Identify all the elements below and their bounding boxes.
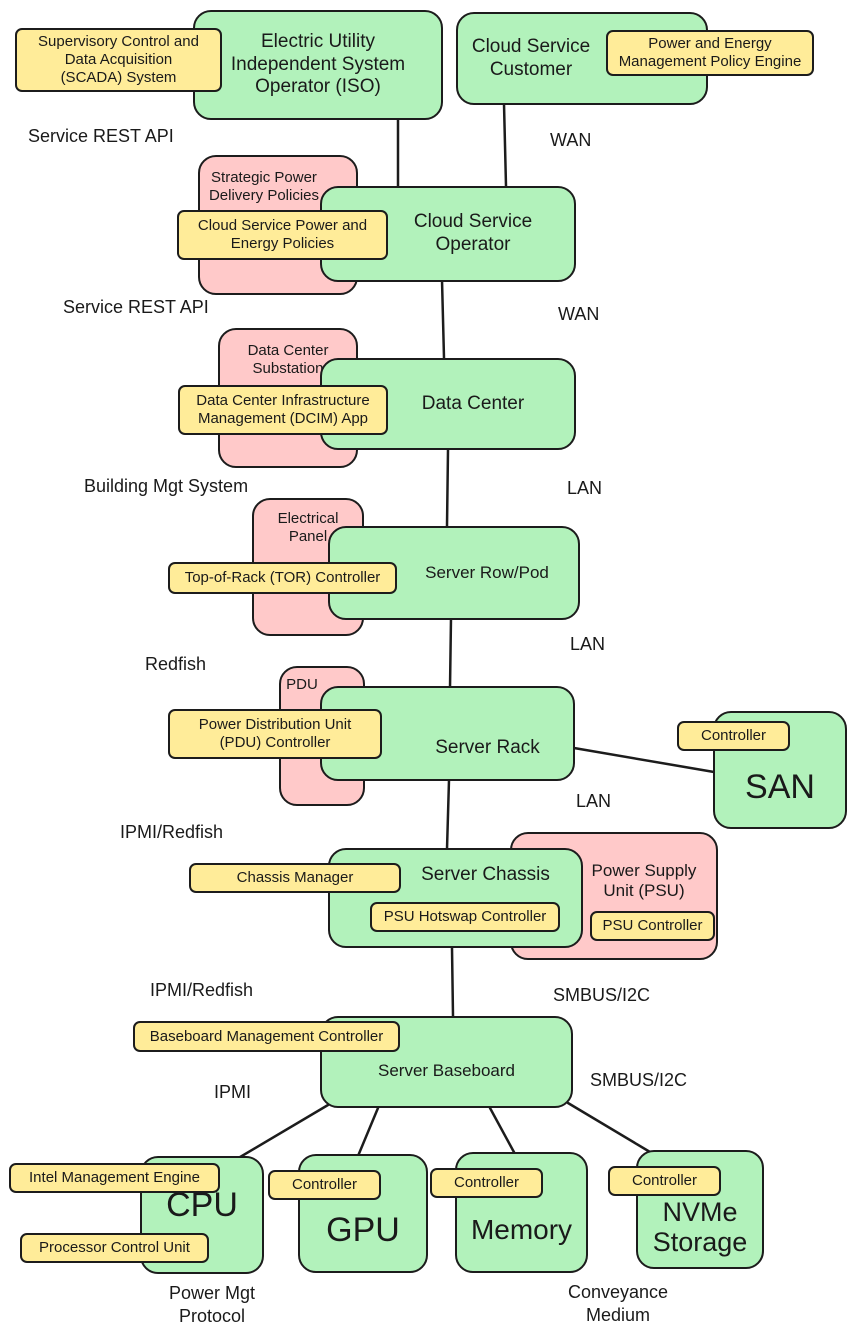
wire-rack-san [572,746,716,774]
label-lan-1: LAN [567,478,603,498]
processor-control-unit-controller: Processor Control Unit [20,1233,209,1263]
label-smbus-i2c-1: SMBUS/I2C [553,985,651,1005]
wire-datacenter-row [445,448,450,528]
label-wan-1: WAN [550,130,592,150]
memory-controller: Controller [430,1168,543,1198]
label-wan-2: WAN [558,304,600,324]
nvme-controller: Controller [608,1166,721,1196]
label-ipmi-redfish-2: IPMI/Redfish [150,980,254,1000]
nvme-storage-node: NVMe Storage [636,1150,764,1269]
policy-engine-controller: Power and Energy Management Policy Engin… [606,30,814,76]
label-service-rest-api-2: Service REST API [63,297,209,317]
wire-rack-chassis [445,778,451,851]
pdu-label: PDU [286,676,318,693]
label-ipmi: IPMI [214,1082,252,1102]
wire-operator-datacenter [440,278,446,360]
cloud-policies-controller: Cloud Service Power and Energy Policies [177,210,388,260]
scada-controller: Supervisory Control and Data Acquisition… [15,28,222,92]
label-redfish: Redfish [145,654,207,674]
cloud-customer-label: Cloud Service Customer [471,35,591,80]
san-controller: Controller [677,721,790,751]
server-chassis-label: Server Chassis [421,864,550,885]
wire-baseboard-gpu [356,1106,380,1158]
gpu-controller: Controller [268,1170,381,1200]
intel-management-engine-controller: Intel Management Engine [9,1163,220,1193]
label-lan-3: LAN [576,791,612,811]
wire-row-rack [448,616,453,690]
wire-baseboard-cpu [228,1103,330,1165]
label-service-rest-api-1: Service REST API [28,126,174,146]
psu-hotswap-controller: PSU Hotswap Controller [370,902,560,932]
tor-controller: Top-of-Rack (TOR) Controller [168,562,397,594]
bmc-controller: Baseboard Management Controller [133,1021,400,1052]
label-lan-2: LAN [570,634,606,654]
wire-customer-operator [502,102,508,188]
dcim-controller: Data Center Infrastructure Management (D… [178,385,388,435]
label-ipmi-redfish-1: IPMI/Redfish [120,822,224,842]
wire-chassis-baseboard [450,946,455,1018]
legend-power-mgt-protocol: Power Mgt Protocol [169,1283,256,1326]
strategic-policies-label: Strategic Power Delivery Policies [208,169,320,204]
wire-baseboard-nvme [566,1101,652,1154]
psu-controller: PSU Controller [590,911,715,941]
substation-label: Data Center Substation [247,342,329,377]
pdu-controller: Power Distribution Unit (PDU) Controller [168,709,382,759]
legend-conveyance-medium: Conveyance Medium [568,1282,669,1325]
iso-node: Electric Utility Independent System Oper… [193,10,443,120]
label-smbus-i2c-2: SMBUS/I2C [590,1070,688,1090]
chassis-manager-controller: Chassis Manager [189,863,401,893]
memory-node: Memory [455,1152,588,1273]
wire-baseboard-memory [488,1106,517,1156]
electrical-panel-label: Electrical Panel [277,510,339,545]
label-building-mgt-system: Building Mgt System [84,476,249,496]
